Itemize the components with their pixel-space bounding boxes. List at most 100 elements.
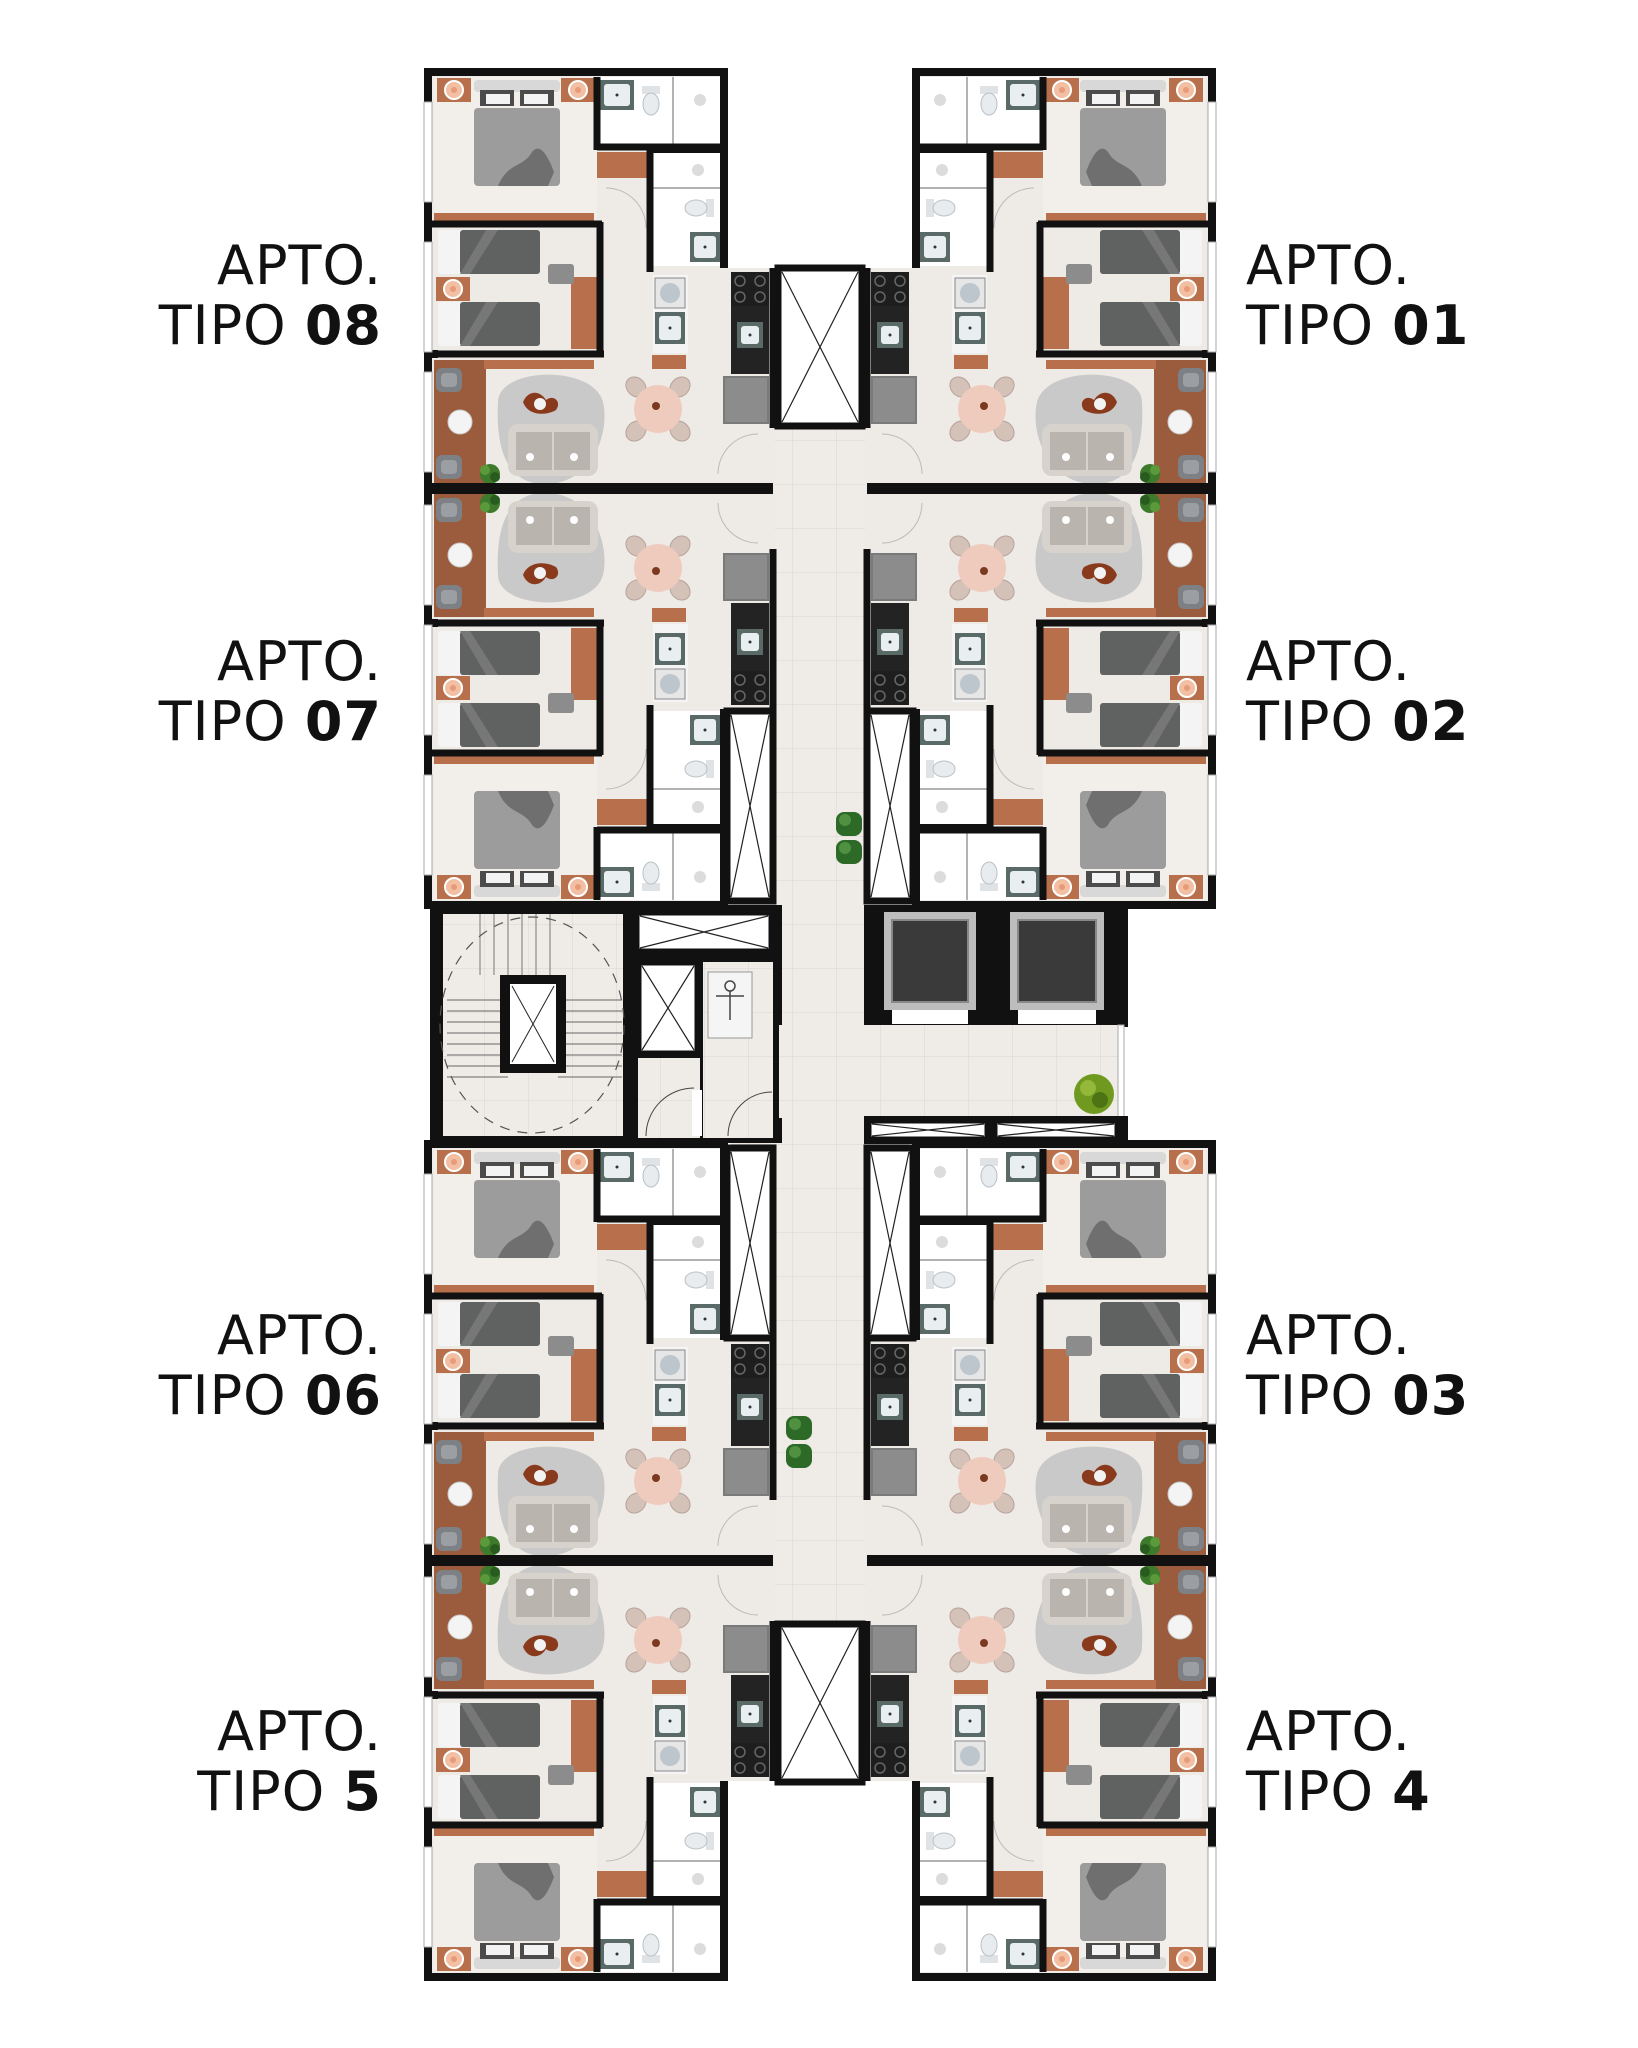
burner: [734, 1363, 746, 1375]
blanket-fold: [460, 1302, 498, 1346]
fridge-icon: [871, 553, 917, 601]
sink-drain: [668, 647, 672, 651]
sink-drain: [703, 245, 707, 249]
sofa-seat: [1088, 1504, 1124, 1542]
laundry: [952, 624, 987, 702]
burner: [874, 674, 886, 686]
plant-icon: [480, 1565, 500, 1585]
leaf: [480, 1537, 490, 1547]
window: [423, 1576, 433, 1678]
wardrobe: [434, 755, 594, 764]
sink-drain: [748, 333, 752, 337]
table-decor: [652, 567, 660, 575]
washer-icon: [654, 668, 686, 700]
sink-icon: [690, 232, 720, 262]
sink-icon: [655, 633, 685, 665]
window: [1207, 1313, 1217, 1425]
stairs-icon: [439, 914, 625, 1136]
sink-drain: [703, 728, 707, 732]
sofa-icon: [1042, 1573, 1132, 1625]
shaft-cross: [781, 1627, 859, 1779]
cushion: [1183, 1445, 1199, 1459]
toilet-bowl: [932, 760, 956, 778]
living-room: [434, 1432, 759, 1557]
sink-icon: [737, 322, 763, 348]
shaft-box: [723, 1144, 777, 1342]
lamp-center: [575, 87, 581, 93]
toilet-icon: [684, 760, 714, 778]
cushion: [441, 1532, 457, 1546]
shower-icon: [692, 1873, 704, 1885]
toilet-tank: [642, 86, 660, 94]
window: [1207, 101, 1217, 203]
toilet-bowl: [932, 1271, 956, 1289]
blanket-fold: [460, 1374, 498, 1418]
decor-white: [1094, 1639, 1106, 1651]
wardrobe: [434, 1827, 594, 1836]
shaft-cross: [730, 714, 770, 898]
burner: [894, 690, 906, 702]
coffee-table-icon: [1081, 1464, 1117, 1486]
window: [1207, 624, 1217, 736]
plant-icon: [1140, 493, 1160, 513]
bedroom-2: [1036, 619, 1212, 757]
sofa-seat: [516, 1504, 552, 1542]
nightstand-lamp-icon: [437, 1150, 471, 1174]
toilet-tank: [642, 883, 660, 891]
coffee-table-icon: [1081, 563, 1117, 585]
sink-icon: [877, 1394, 903, 1420]
sofa-seat: [1050, 1579, 1086, 1617]
lamp-center: [575, 884, 581, 890]
label-prefix: TIPO: [158, 690, 305, 753]
toilet-icon: [980, 861, 998, 891]
sink-drain: [888, 333, 892, 337]
toilet-bowl: [980, 1933, 998, 1957]
window: [1207, 1846, 1217, 1948]
cushion: [526, 1588, 534, 1596]
leaf: [1150, 1537, 1160, 1547]
label-prefix: TIPO: [197, 1760, 344, 1823]
cushion: [1183, 373, 1199, 387]
toilet-tank: [980, 883, 998, 891]
cushion: [1062, 516, 1070, 524]
shaft-icon: [723, 1144, 777, 1342]
shower-icon: [934, 94, 946, 106]
sink-icon: [655, 1384, 685, 1416]
cushion: [441, 373, 457, 387]
kitchen: [863, 1621, 917, 1781]
sink-drain: [968, 647, 972, 651]
sink-drain: [615, 1952, 619, 1956]
plant-icon: [480, 464, 500, 484]
toilet-icon: [642, 1933, 660, 1963]
living-room: [434, 1564, 759, 1689]
window: [423, 774, 433, 876]
leaf: [480, 502, 490, 512]
bedroom-2: [428, 1292, 604, 1430]
blanket-fold: [1142, 302, 1180, 346]
desk: [571, 1349, 597, 1421]
sofa-seat: [1050, 1504, 1086, 1542]
side-table: [1167, 409, 1193, 435]
pillow-white: [1130, 1166, 1154, 1176]
toilet-icon: [642, 861, 660, 891]
label-line1: APTO.: [217, 234, 382, 297]
toilet-icon: [926, 199, 956, 217]
sofa-seat: [554, 432, 590, 470]
shaft-icon: [774, 264, 866, 430]
tv-console: [484, 1432, 594, 1441]
sink-drain: [615, 93, 619, 97]
table-decor: [980, 1639, 988, 1647]
decor-white: [534, 398, 546, 410]
washer-icon: [654, 1740, 686, 1772]
burner: [894, 1762, 906, 1774]
side-table: [1167, 542, 1193, 568]
shaft-cross: [730, 1151, 770, 1335]
burner: [754, 291, 766, 303]
window: [423, 241, 433, 353]
shower-icon: [936, 164, 948, 176]
toilet-tank: [980, 1158, 998, 1166]
window: [1207, 241, 1217, 353]
table-decor: [652, 402, 660, 410]
unit-label-06: APTO. TIPO 06: [82, 1306, 382, 1426]
fridge-door: [873, 1450, 915, 1494]
